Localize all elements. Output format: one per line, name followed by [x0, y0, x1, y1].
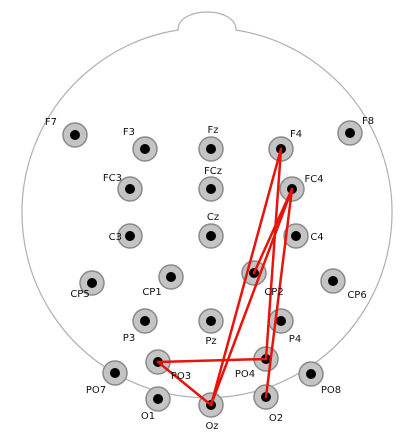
electrode-core — [140, 316, 150, 326]
electrode-fc3 — [117, 176, 143, 202]
electrode-core — [276, 316, 286, 326]
electrode-core — [153, 394, 163, 404]
electrode-label-po4: PO4 — [235, 369, 255, 380]
electrode-f3 — [132, 136, 158, 162]
electrode-fz — [198, 136, 224, 162]
electrode-cz — [198, 223, 224, 249]
electrode-c4 — [283, 223, 309, 249]
electrode-label-cp5: CP5 — [70, 289, 89, 300]
electrode-label-cz: Cz — [207, 212, 219, 223]
electrode-pz — [198, 308, 224, 334]
electrode-label-fc3: FC3 — [103, 173, 122, 184]
electrode-fcz — [198, 176, 224, 202]
connection-fc4-o2 — [264, 187, 294, 399]
electrode-label-c4: C4 — [310, 232, 323, 243]
electrode-core — [206, 316, 216, 326]
connection-fc4-oz — [209, 187, 294, 407]
electrode-core — [125, 231, 135, 241]
electrode-cp1 — [158, 264, 184, 290]
electrode-core — [87, 278, 97, 288]
electrode-core — [125, 184, 135, 194]
electrode-label-c3: C3 — [109, 232, 122, 243]
electrode-core — [345, 128, 355, 138]
electrode-core — [206, 184, 216, 194]
electrode-cp5 — [79, 270, 105, 296]
electrode-core — [140, 144, 150, 154]
electrode-label-f7: F7 — [45, 117, 57, 128]
electrode-label-po7: PO7 — [86, 385, 106, 396]
electrode-label-o2: O2 — [269, 413, 283, 424]
connection-f4-po4 — [264, 147, 283, 361]
electrode-p3 — [132, 308, 158, 334]
electrode-po7 — [102, 360, 128, 386]
electrode-core — [206, 231, 216, 241]
connection-f4-oz — [209, 147, 283, 407]
electrode-f8 — [337, 120, 363, 146]
electrode-p4 — [268, 308, 294, 334]
electrode-label-cp1: CP1 — [142, 287, 161, 298]
electrode-label-pz: Pz — [205, 336, 216, 347]
electrode-label-fz: Fz — [207, 125, 218, 136]
electrode-core — [206, 144, 216, 154]
electrode-core — [166, 272, 176, 282]
electrode-core — [306, 369, 316, 379]
electrode-core — [110, 368, 120, 378]
electrode-label-p4: P4 — [289, 334, 301, 345]
head-outline — [21, 11, 393, 399]
electrode-label-f8: F8 — [362, 116, 374, 127]
electrode-core — [70, 130, 80, 140]
electrode-label-oz: Oz — [205, 421, 218, 432]
electrode-cp6 — [320, 268, 346, 294]
electrode-label-o1: O1 — [141, 411, 155, 422]
connection-po3-po4 — [156, 357, 268, 364]
electrode-core — [328, 276, 338, 286]
electrode-label-f4: F4 — [290, 129, 302, 140]
electrode-label-po3: PO3 — [171, 371, 191, 382]
connection-po3-oz — [156, 360, 213, 407]
electrode-label-f3: F3 — [123, 127, 135, 138]
electrode-po8 — [298, 361, 324, 387]
electrode-layer — [62, 120, 363, 418]
connection-layer — [156, 147, 294, 407]
electrode-label-cp2: CP2 — [264, 287, 283, 298]
electrode-core — [291, 231, 301, 241]
electrode-label-fc4: FC4 — [304, 174, 323, 185]
electrode-label-p3: P3 — [123, 333, 135, 344]
electrode-label-cp6: CP6 — [347, 290, 366, 301]
electrode-f7 — [62, 122, 88, 148]
electrode-o1 — [145, 386, 171, 412]
connection-fc4-cp2 — [252, 187, 294, 275]
electrode-label-fcz: FCz — [204, 166, 222, 177]
electrode-c3 — [117, 223, 143, 249]
electrode-label-po8: PO8 — [321, 385, 341, 396]
